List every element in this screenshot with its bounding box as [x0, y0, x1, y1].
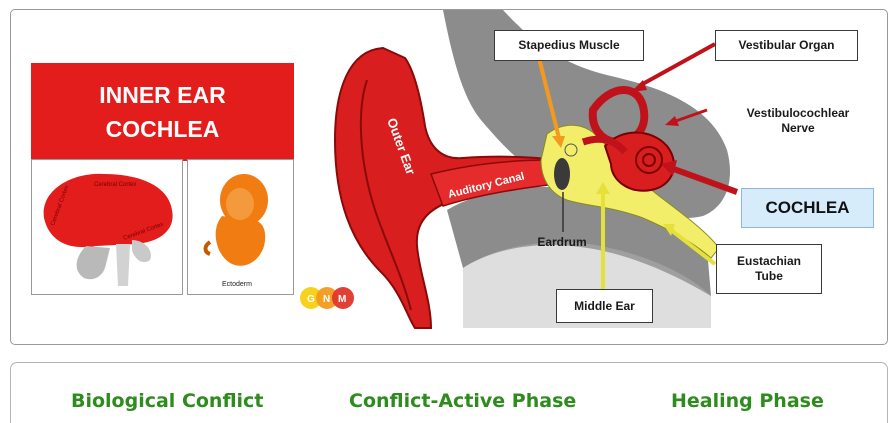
vestibulocochlear-nerve-label: Vestibulocochlear Nerve — [723, 106, 873, 136]
middle-ear-label: Middle Ear — [556, 289, 653, 323]
stapedius-muscle-label: Stapedius Muscle — [494, 30, 644, 61]
eustachian-line-1: Eustachian — [737, 254, 801, 269]
tab-conflict-active-phase[interactable]: Conflict-Active Phase — [349, 390, 576, 412]
phase-tab-bar: Biological Conflict Conflict-Active Phas… — [10, 362, 888, 423]
vestibulocochlear-line-2: Nerve — [781, 121, 814, 135]
tab-healing-phase[interactable]: Healing Phase — [671, 390, 824, 412]
eustachian-tube-label: Eustachian Tube — [716, 244, 822, 294]
tab-biological-conflict[interactable]: Biological Conflict — [71, 390, 263, 412]
diagram-panel: INNER EAR COCHLEA Cerebral Cortex Cerebr… — [10, 9, 888, 345]
eustachian-line-2: Tube — [755, 269, 783, 284]
vestibular-organ-label: Vestibular Organ — [715, 30, 858, 61]
vestibulocochlear-line-1: Vestibulocochlear — [747, 106, 850, 120]
cochlea-label: COCHLEA — [741, 188, 874, 228]
eardrum-label: Eardrum — [527, 235, 597, 250]
